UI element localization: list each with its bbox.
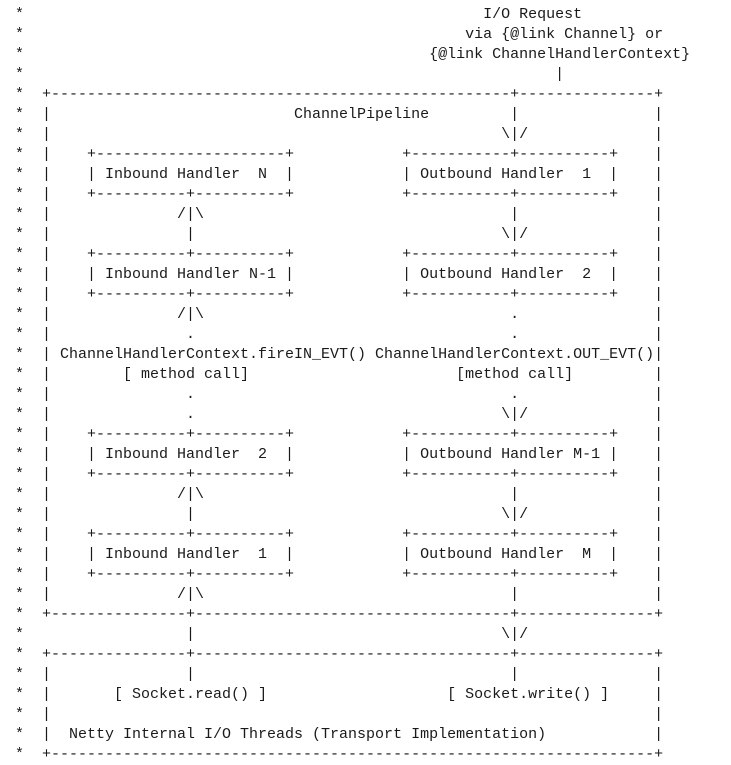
diagram-line: * | [ method call] [method call] |	[6, 366, 664, 383]
diagram-line: * | |	[6, 706, 664, 723]
diagram-line: * | Netty Internal I/O Threads (Transpor…	[6, 726, 664, 743]
diagram-line: * | | \|/ |	[6, 226, 664, 243]
diagram-line: * | +----------+----------+ +-----------…	[6, 566, 664, 583]
diagram-line: * +-------------------------------------…	[6, 86, 664, 103]
diagram-line: * | /|\ | |	[6, 586, 664, 603]
diagram-line: * | +----------+----------+ +-----------…	[6, 186, 664, 203]
diagram-line: * +---------------+---------------------…	[6, 646, 664, 663]
diagram-line: * | . . |	[6, 326, 664, 343]
diagram-line: * I/O Request	[6, 6, 583, 23]
diagram-line: * +-------------------------------------…	[6, 746, 664, 763]
channel-pipeline-ascii-diagram: * I/O Request * via {@link Channel} or *…	[6, 5, 690, 765]
diagram-line: * | . . |	[6, 386, 664, 403]
diagram-line: * | ChannelPipeline | |	[6, 106, 664, 123]
diagram-line: * +---------------+---------------------…	[6, 606, 664, 623]
diagram-line: * | | Inbound Handler 1 | | Outbound Han…	[6, 546, 664, 563]
diagram-line: * | | \|/ |	[6, 506, 664, 523]
diagram-line: * | [ Socket.read() ] [ Socket.write() ]…	[6, 686, 664, 703]
diagram-line: * | . \|/ |	[6, 406, 664, 423]
diagram-line: * | +----------+----------+ +-----------…	[6, 466, 664, 483]
diagram-line: * | | Inbound Handler N-1 | | Outbound H…	[6, 266, 664, 283]
diagram-line: * {@link ChannelHandlerContext}	[6, 46, 691, 63]
diagram-line: * | /|\ | |	[6, 486, 664, 503]
diagram-line: * | | | |	[6, 666, 664, 683]
diagram-line: * | ChannelHandlerContext.fireIN_EVT() C…	[6, 346, 664, 363]
diagram-line: * | \|/ |	[6, 126, 664, 143]
diagram-line: * | /|\ | |	[6, 206, 664, 223]
diagram-line: * | /|\ . |	[6, 306, 664, 323]
diagram-line: * | +---------------------+ +-----------…	[6, 146, 664, 163]
diagram-line: * | | Inbound Handler N | | Outbound Han…	[6, 166, 664, 183]
diagram-line: * |	[6, 66, 565, 83]
diagram-line: * | +----------+----------+ +-----------…	[6, 286, 664, 303]
diagram-line: * | +----------+----------+ +-----------…	[6, 426, 664, 443]
diagram-line: * via {@link Channel} or	[6, 26, 664, 43]
diagram-line: * | \|/	[6, 626, 529, 643]
diagram-line: * | +----------+----------+ +-----------…	[6, 526, 664, 543]
diagram-line: * | | Inbound Handler 2 | | Outbound Han…	[6, 446, 664, 463]
diagram-line: * | +----------+----------+ +-----------…	[6, 246, 664, 263]
